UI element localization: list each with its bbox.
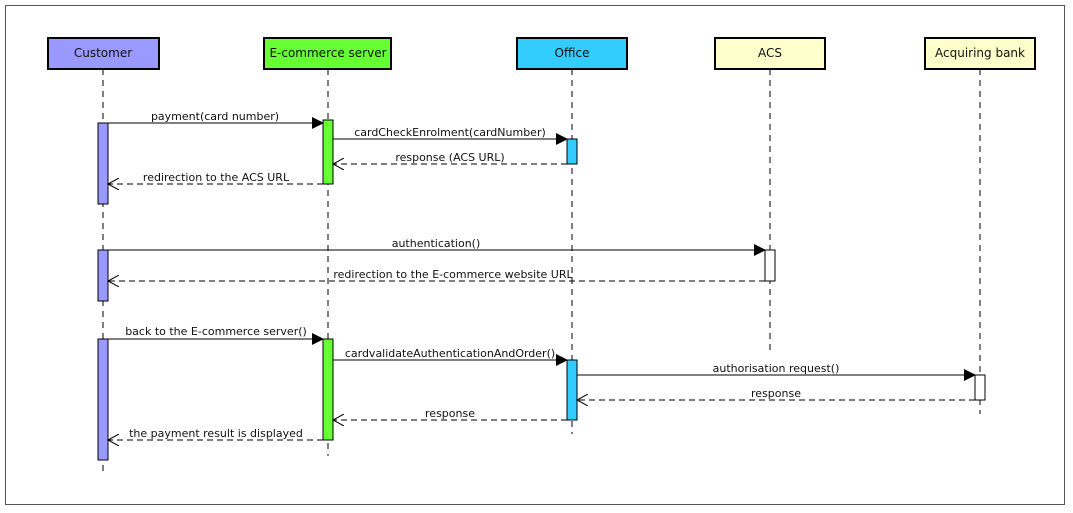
message-label-6: redirection to the E-commerce website UR… <box>333 268 573 281</box>
participant-ecommerce-label: E-commerce server <box>269 46 386 60</box>
participant-acs-box <box>714 37 826 70</box>
message-label-8: cardvalidateAuthenticationAndOrder() <box>345 347 555 360</box>
message-label-10: response <box>751 387 801 400</box>
participant-acs-label: ACS <box>758 46 782 60</box>
message-label-1: payment(card number) <box>151 110 279 123</box>
activation-customer <box>97 249 109 302</box>
message-label-3: response (ACS URL) <box>395 151 504 164</box>
activation-office <box>566 138 578 165</box>
activation-customer <box>97 338 109 461</box>
participant-customer-label: Customer <box>74 46 132 60</box>
message-label-11: response <box>425 407 475 420</box>
activation-bank <box>974 374 986 401</box>
activation-customer <box>97 122 109 205</box>
message-label-9: authorisation request() <box>713 362 840 375</box>
participant-office-label: Office <box>554 46 589 60</box>
participant-office-box <box>516 37 628 70</box>
message-label-2: cardCheckEnrolment(cardNumber) <box>354 126 546 139</box>
message-label-4: redirection to the ACS URL <box>143 171 290 184</box>
activation-ecommerce <box>322 119 334 185</box>
activation-acs <box>764 249 776 282</box>
participant-ecommerce-box <box>263 37 392 70</box>
activation-office <box>566 359 578 421</box>
participant-bank-box <box>924 37 1036 70</box>
activation-ecommerce <box>322 338 334 441</box>
participant-bank-label: Acquiring bank <box>935 46 1025 60</box>
message-label-12: the payment result is displayed <box>129 427 303 440</box>
diagram-frame <box>5 5 1065 505</box>
participant-customer-box <box>47 37 160 70</box>
message-label-7: back to the E-commerce server() <box>125 325 307 338</box>
message-label-5: authentication() <box>392 237 481 250</box>
